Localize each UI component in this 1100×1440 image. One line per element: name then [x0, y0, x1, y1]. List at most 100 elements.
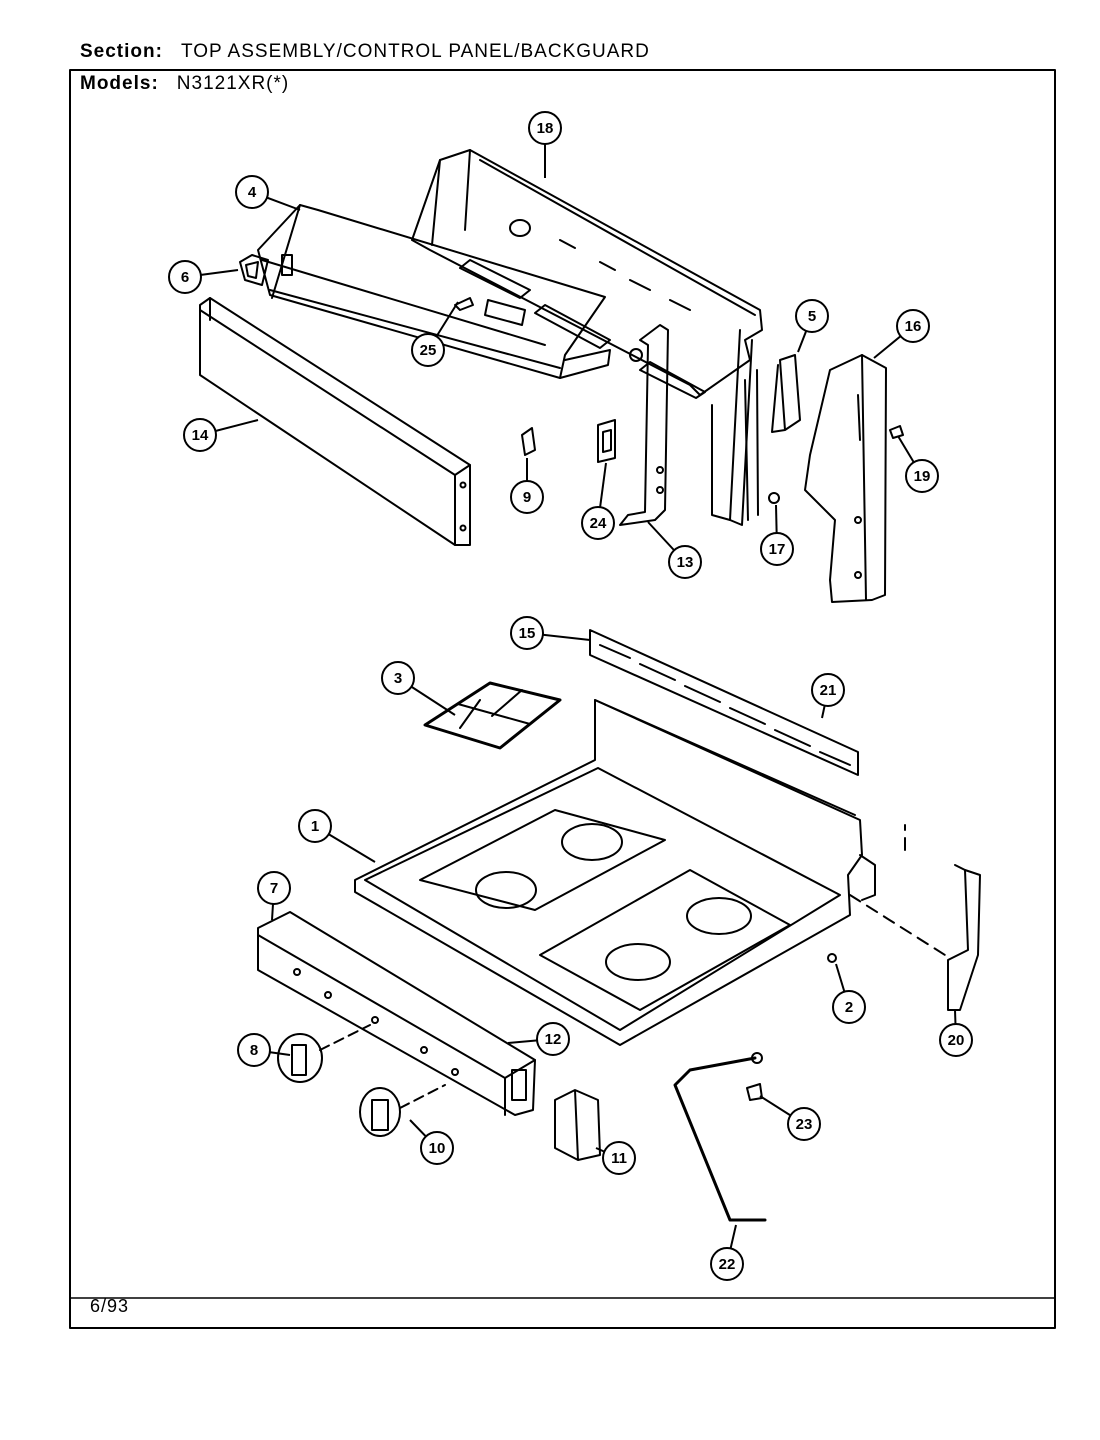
callout-bubble	[536, 1022, 570, 1056]
dash-leader	[904, 824, 966, 871]
callout-number: 13	[677, 554, 694, 571]
callout-bubble	[760, 532, 794, 566]
callout-number: 20	[948, 1032, 965, 1049]
models-value: N3121XR(*)	[176, 73, 290, 94]
block-part	[554, 1089, 601, 1161]
callout-number: 5	[808, 308, 816, 325]
callout-7: 7	[257, 871, 291, 921]
callout-13: 13	[647, 521, 702, 579]
callout-bubble	[795, 299, 829, 333]
callout-bubble	[510, 616, 544, 650]
callout-8: 8	[237, 1033, 291, 1067]
callout-bubble	[602, 1141, 636, 1175]
clip-part	[239, 254, 269, 286]
callout-number: 16	[905, 318, 922, 335]
models-heading: Models: N3121XR(*)	[80, 73, 289, 95]
callout-10: 10	[409, 1119, 454, 1165]
screw-17	[768, 492, 780, 504]
callout-23: 23	[759, 1095, 821, 1141]
backguard-panel	[411, 149, 763, 526]
knob-10	[359, 1084, 446, 1137]
callout-bubble	[832, 990, 866, 1024]
callout-number: 25	[420, 342, 437, 359]
callout-6: 6	[168, 260, 239, 294]
callout-bubble	[420, 1131, 454, 1165]
callout-14: 14	[183, 418, 259, 452]
callout-1: 1	[298, 809, 376, 863]
callout-number: 10	[429, 1140, 446, 1157]
callout-25: 25	[411, 301, 459, 367]
callout-22: 22	[710, 1224, 744, 1281]
callout-number: 7	[270, 880, 278, 897]
callout-number: 3	[394, 670, 402, 687]
side-trim	[947, 869, 981, 1011]
callout-bubble	[298, 809, 332, 843]
callout-bubble	[237, 1033, 271, 1067]
callout-number: 12	[545, 1031, 562, 1048]
callout-number: 24	[590, 515, 607, 532]
callout-9: 9	[510, 458, 544, 514]
burner-wire	[673, 1056, 767, 1222]
end-cap	[804, 354, 887, 603]
callout-24: 24	[581, 462, 615, 540]
callout-5: 5	[795, 299, 829, 353]
callout-3: 3	[381, 661, 456, 716]
side-bracket	[619, 324, 669, 526]
callout-number: 19	[914, 468, 931, 485]
callout-number: 2	[845, 999, 853, 1016]
switch-bracket	[597, 419, 616, 463]
screw-25	[454, 297, 474, 311]
callout-bubble	[257, 871, 291, 905]
callout-bubble	[168, 260, 202, 294]
section-value: TOP ASSEMBLY/CONTROL PANEL/BACKGUARD	[180, 41, 650, 62]
knob-8	[277, 1024, 371, 1083]
callout-20: 20	[939, 1009, 973, 1057]
callout-2: 2	[832, 963, 866, 1024]
callout-21: 21	[811, 673, 845, 719]
rear-vent	[589, 629, 859, 776]
callout-11: 11	[595, 1141, 636, 1175]
callout-number: 4	[248, 184, 257, 201]
callout-bubble	[668, 545, 702, 579]
screw-2	[827, 953, 837, 963]
callout-bubble	[811, 673, 845, 707]
callout-bubble	[710, 1247, 744, 1281]
callout-number: 1	[311, 818, 319, 835]
callout-number: 14	[192, 427, 209, 444]
screw-19	[889, 425, 904, 439]
callout-bubble	[411, 333, 445, 367]
section-label: Section:	[80, 41, 163, 62]
callout-number: 22	[719, 1256, 736, 1273]
callout-17: 17	[760, 504, 794, 566]
callout-bubble	[183, 418, 217, 452]
models-label: Models:	[80, 73, 159, 94]
callout-bubble	[381, 661, 415, 695]
callout-number: 21	[820, 682, 837, 699]
callout-bubble	[787, 1107, 821, 1141]
callout-16: 16	[873, 309, 930, 359]
burner-grate	[423, 681, 562, 750]
callout-bubble	[510, 480, 544, 514]
callout-bubble	[896, 309, 930, 343]
section-heading: Section: TOP ASSEMBLY/CONTROL PANEL/BACKG…	[80, 41, 650, 63]
callout-number: 17	[769, 541, 786, 558]
callout-19: 19	[897, 435, 939, 493]
callout-number: 8	[250, 1042, 258, 1059]
control-panel-backing	[257, 204, 611, 379]
revision-date: 6/93	[90, 1296, 130, 1316]
callout-number: 18	[537, 120, 554, 137]
manifold-panel	[257, 911, 536, 1116]
vent-strip	[771, 354, 801, 433]
callout-number: 11	[611, 1150, 627, 1167]
cooktop	[354, 699, 876, 1046]
small-clip	[521, 427, 536, 456]
callout-15: 15	[510, 616, 591, 650]
callout-bubble	[581, 506, 615, 540]
callout-number: 6	[181, 269, 189, 286]
callout-18: 18	[528, 111, 562, 178]
callout-4: 4	[235, 175, 301, 211]
wire-end	[751, 1052, 763, 1064]
diagram-frame	[69, 69, 1056, 1329]
